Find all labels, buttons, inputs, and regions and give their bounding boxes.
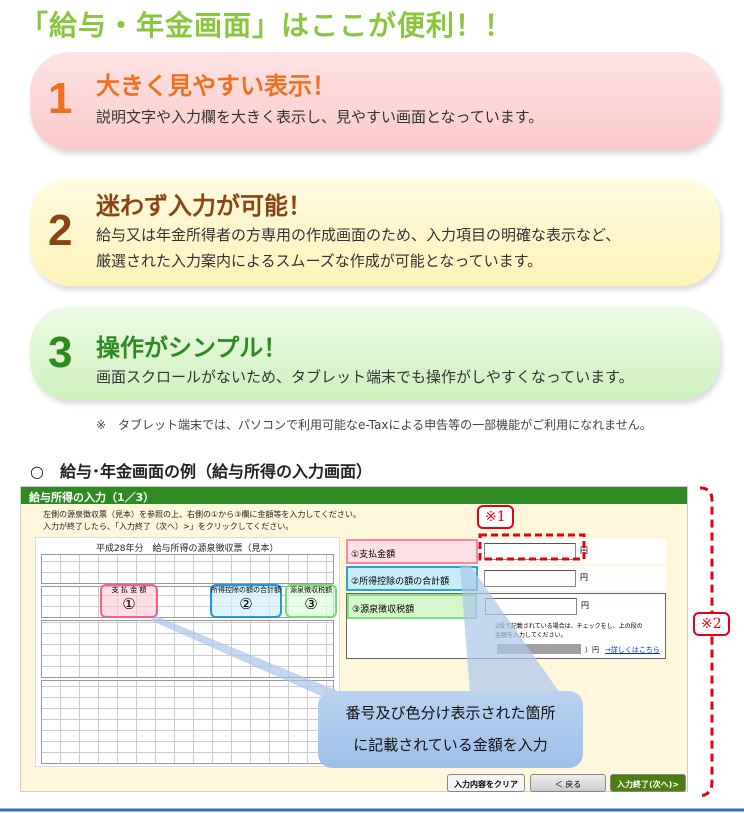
deduction-total-input[interactable]	[484, 570, 576, 587]
slip-title: 平成28年分 給与所得の源泉徴収票（見本）	[96, 544, 279, 554]
field-row-payment: ①支払金額 円	[346, 539, 666, 564]
slip-field-mark: ②	[239, 595, 253, 613]
field-row-deduction: ②所得控除の額の合計額 円	[346, 566, 666, 591]
callout-2: ※2	[693, 612, 730, 636]
feature-desc: 給与又は年金所得者の方専用の作成画面のため、入力項目の明確な表示など、	[96, 226, 621, 244]
feature-card-1: 1 大きく見やすい表示！ 説明文字や入力欄を大きく表示し、見やすい画面となってい…	[30, 52, 720, 150]
clear-button[interactable]: 入力内容をクリア	[447, 774, 525, 792]
bracket	[697, 486, 714, 798]
note-line: 2段で記載されている場合は、チェックをし、上の段の	[495, 623, 643, 630]
slip-field-mark: ①	[122, 595, 136, 613]
feature-card-2: 2 迷わず入力が可能！ 給与又は年金所得者の方専用の作成画面のため、入力項目の明…	[30, 178, 720, 286]
next-button[interactable]: 入力終了(次へ)>	[610, 774, 686, 792]
feature-number: 1	[48, 74, 73, 123]
slip-field-label: 支 払 金 額	[111, 586, 147, 594]
disabled-input	[497, 644, 581, 654]
pointer-beam	[150, 616, 360, 700]
app-title-bar: 給与所得の入力（1／3）	[21, 487, 687, 504]
feature-desc: 画面スクロールがないため、タブレット端末でも操作がしやすくなっています。	[96, 368, 634, 386]
back-button[interactable]: ＜ 戻る	[530, 774, 606, 792]
feature-heading: 大きく見やすい表示！	[96, 72, 336, 100]
page-title: 「給与・年金画面」はここが便利！！	[20, 9, 514, 42]
feature-heading: 迷わず入力が可能！	[96, 192, 312, 220]
highlight-box	[478, 533, 586, 561]
explanation-bubble: 番号及び色分け表示された箇所 に記載されている金額を入力	[318, 691, 583, 768]
instruction-line: 左側の源泉徴収票（見本）を参照の上、右側の①から③欄に金額等を入力してください。	[43, 510, 361, 519]
bubble-line: 番号及び色分け表示された箇所	[345, 704, 556, 722]
field-label: ②所得控除の額の合計額	[346, 566, 478, 591]
note-line: 金額を入力してください。	[495, 632, 567, 639]
field-label: ①支払金額	[346, 539, 478, 564]
feature-desc: 説明文字や入力欄を大きく表示し、見やすい画面となっています。	[96, 108, 544, 126]
instruction-line: 入力が終了したら、「入力終了（次へ）>」をクリックしてください。	[43, 522, 294, 531]
feature-number: 3	[48, 328, 73, 377]
slip-field-label: 所得控除の額の合計額	[211, 586, 281, 594]
pointer-beam	[460, 565, 560, 693]
section-heading: ○ 給与･年金画面の例（給与所得の入力画面）	[30, 462, 372, 481]
tablet-note: ※ タブレット端末では、パソコンで利用可能なe-Taxによる申告等の一部機能がご…	[96, 418, 652, 432]
feature-number: 2	[48, 206, 73, 255]
slip-grid	[41, 554, 334, 584]
slip-field-label: 源泉徴収税額	[290, 586, 332, 594]
feature-heading: 操作がシンプル！	[96, 334, 288, 362]
app-screenshot: 給与所得の入力（1／3） 左側の源泉徴収票（見本）を参照の上、右側の①から③欄に…	[20, 486, 688, 792]
yen-unit: 円	[580, 546, 588, 555]
details-link[interactable]: →詳しくはこちら	[605, 646, 660, 654]
slip-grid	[41, 680, 334, 764]
instructions: 左側の源泉徴収票（見本）を参照の上、右側の①から③欄に金額等を入力してください。…	[43, 509, 361, 533]
bubble-line: に記載されている金額を入力	[353, 736, 548, 754]
slip-field-mark: ③	[304, 595, 318, 613]
two-line-note: 2段で記載されている場合は、チェックをし、上の段の金額を入力してください。	[495, 622, 643, 640]
feature-card-3: 3 操作がシンプル！ 画面スクロールがないため、タブレット端末でも操作がしやすく…	[30, 306, 720, 400]
yen-unit: ）円	[585, 646, 599, 654]
callout-1: ※1	[477, 505, 514, 529]
feature-desc: 厳選された入力案内によるスムーズな作成が可能となっています。	[96, 252, 543, 270]
slip-grid	[41, 586, 334, 618]
yen-unit: 円	[580, 573, 588, 582]
yen-unit: 円	[581, 601, 589, 610]
